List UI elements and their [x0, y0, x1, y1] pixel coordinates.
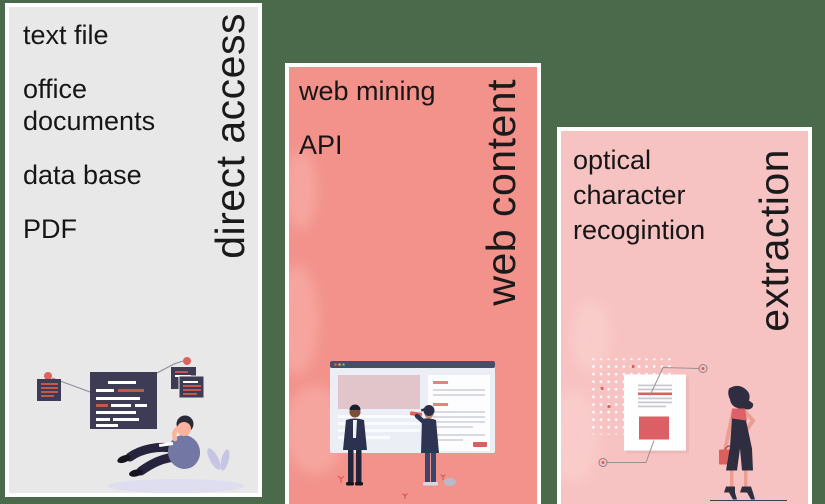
- list-item: API: [299, 130, 343, 160]
- sitting-person: [117, 415, 201, 477]
- list-item: data base: [23, 160, 142, 190]
- panel-vertical-title: web content: [477, 79, 524, 306]
- texture: [561, 301, 609, 482]
- panel-direct-access: text file office documents data base PDF…: [5, 3, 262, 497]
- list-item: optical character recogintion: [573, 145, 706, 245]
- callout-top: [649, 364, 708, 396]
- list-item: text file: [23, 20, 109, 50]
- standing-woman: [710, 385, 787, 501]
- method-list-direct-access: text file office documents data base PDF: [9, 7, 258, 245]
- rock: [444, 478, 456, 486]
- panel-vertical-title: direct access: [206, 13, 253, 259]
- method-list-web-content: web mining API: [289, 67, 537, 161]
- browser-window: [330, 361, 495, 453]
- standing-man-left: [343, 404, 367, 486]
- panel-web-content: web mining API web content: [285, 63, 541, 504]
- callout-bottom: [598, 440, 655, 467]
- ground-shadow: [108, 479, 244, 493]
- code-window: [90, 372, 157, 429]
- pointing-man-right: [409, 405, 439, 486]
- panel-vertical-title: extraction: [750, 149, 797, 332]
- list-item: PDF: [23, 214, 77, 244]
- plant: [207, 448, 230, 471]
- ground-decor: [337, 474, 446, 499]
- right-note-cards: [156, 357, 205, 399]
- scanned-document: [624, 374, 689, 454]
- list-item: web mining: [299, 76, 436, 106]
- list-item: office documents: [23, 74, 156, 136]
- method-list-extraction: optical character recogintion: [561, 131, 808, 248]
- illustration-ocr-scene: [561, 301, 787, 501]
- illustration-person-coding-cards: [37, 357, 244, 493]
- left-note-card: [37, 372, 91, 401]
- illustration-web-mining-scene: [289, 150, 495, 499]
- panel-extraction: optical character recogintion extraction: [557, 127, 812, 504]
